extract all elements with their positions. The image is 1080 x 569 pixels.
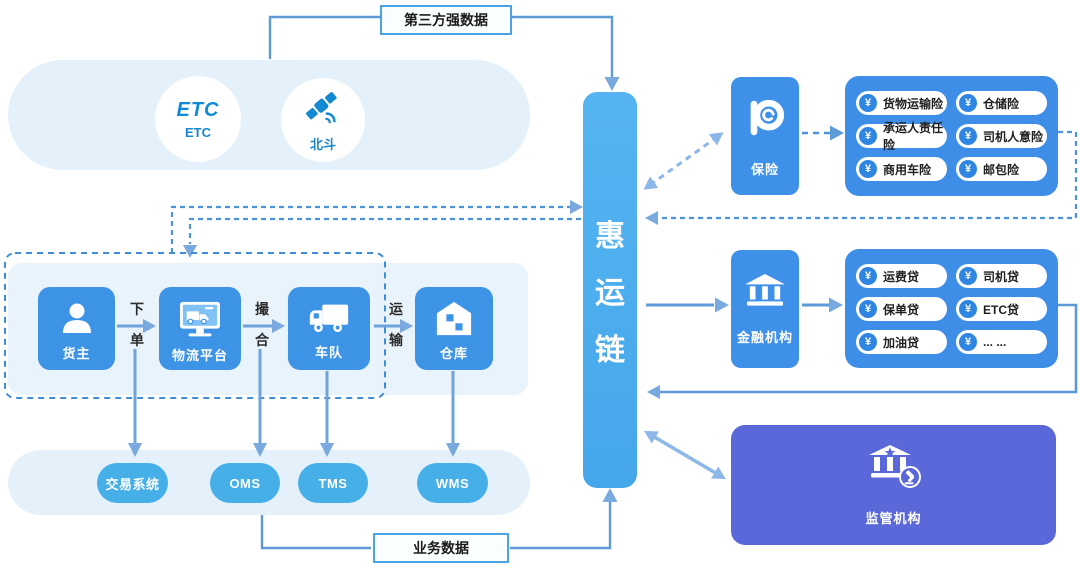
yuan-icon: ¥ <box>959 267 977 285</box>
finance-item: ¥ 加油贷 <box>856 330 947 354</box>
finance-item: ¥ 运费贷 <box>856 264 947 288</box>
system-tms: TMS <box>298 463 368 503</box>
node-warehouse: 仓库 <box>415 287 493 370</box>
external-sources-container: ETC ETC 北斗 <box>8 60 530 170</box>
step-matching: 撮 合 <box>254 302 270 347</box>
yuan-icon: ¥ <box>959 160 977 178</box>
system-wms: WMS <box>417 463 488 503</box>
system-label: WMS <box>435 475 470 491</box>
etc-source: ETC ETC <box>155 76 241 162</box>
system-oms: OMS <box>210 463 280 503</box>
step-char: 撮 <box>255 301 269 317</box>
business-data-label: 业务数据 <box>373 533 509 563</box>
step-transport: 运 输 <box>388 302 404 347</box>
node-logistics-platform: 物流平台 <box>159 287 241 370</box>
finance-item: ¥ 保单贷 <box>856 297 947 321</box>
third-party-data-text: 第三方强数据 <box>404 12 488 28</box>
yuan-icon: ¥ <box>859 267 877 285</box>
government-gavel-icon <box>866 444 922 495</box>
yuan-icon: ¥ <box>959 300 977 318</box>
yuan-icon: ¥ <box>959 94 977 112</box>
item-label: 司机贷 <box>983 269 1020 284</box>
finance-item: ¥ 司机贷 <box>956 264 1047 288</box>
item-label: 加油贷 <box>883 335 920 350</box>
step-char: 合 <box>255 332 269 348</box>
insurance-item: ¥ 承运人责任险 <box>856 121 947 152</box>
beidou-source: 北斗 <box>281 78 365 162</box>
etc-label: ETC <box>185 124 211 140</box>
chain-char: 链 <box>595 334 625 367</box>
item-label: 仓储险 <box>983 96 1020 111</box>
step-char: 输 <box>389 332 403 348</box>
item-label: ... ... <box>983 335 1007 349</box>
yuan-icon: ¥ <box>959 127 977 145</box>
satellite-icon <box>302 88 344 131</box>
finance-org-box: 金融机构 <box>731 250 799 368</box>
yuan-icon: ¥ <box>959 333 977 351</box>
insurance-item: ¥ 司机人意险 <box>956 124 1047 148</box>
system-trading: 交易系统 <box>97 463 168 503</box>
step-char: 运 <box>389 301 403 317</box>
step-char: 单 <box>130 332 144 348</box>
node-fleet: 车队 <box>288 287 370 370</box>
etc-logo-icon: ETC <box>176 98 220 121</box>
yuan-icon: ¥ <box>859 300 877 318</box>
insurance-items-panel: ¥ 货物运输险 ¥ 仓储险 ¥ 承运人责任险 ¥ 司机人意险 ¥ 商用车险 ¥ … <box>845 76 1058 196</box>
item-label: 司机人意险 <box>983 129 1044 144</box>
person-icon <box>57 300 97 343</box>
warehouse-icon <box>435 300 473 343</box>
regulator-label: 监管机构 <box>865 510 922 526</box>
beidou-label: 北斗 <box>309 136 336 152</box>
finance-org-label: 金融机构 <box>736 329 793 345</box>
chain-char: 运 <box>595 277 625 310</box>
step-place-order: 下 单 <box>129 302 145 347</box>
item-label: 商用车险 <box>883 162 932 177</box>
regulator-box: 监管机构 <box>731 425 1056 545</box>
yuan-icon: ¥ <box>859 160 877 178</box>
insurance-org-box: 保险 <box>731 77 799 195</box>
yuan-icon: ¥ <box>859 94 877 112</box>
yuan-icon: ¥ <box>859 127 877 145</box>
system-label: TMS <box>318 475 348 491</box>
item-label: 承运人责任险 <box>883 121 944 152</box>
step-char: 下 <box>130 301 144 317</box>
truck-icon <box>306 300 352 341</box>
node-label: 货主 <box>62 346 91 361</box>
insurance-item: ¥ 商用车险 <box>856 157 947 181</box>
insurance-item: ¥ 仓储险 <box>956 91 1047 115</box>
node-label: 车队 <box>314 345 343 360</box>
bank-icon <box>743 273 787 314</box>
third-party-data-label: 第三方强数据 <box>380 5 512 35</box>
finance-item: ¥ ETC贷 <box>956 297 1047 321</box>
insurance-item: ¥ 邮包险 <box>956 157 1047 181</box>
yuan-icon: ¥ <box>859 333 877 351</box>
finance-item: ¥ ... ... <box>956 330 1047 354</box>
chain-char: 惠 <box>595 220 625 253</box>
system-label: 交易系统 <box>105 476 160 492</box>
item-label: ETC贷 <box>983 302 1020 317</box>
insurance-org-label: 保险 <box>750 161 779 177</box>
business-data-text: 业务数据 <box>413 540 469 556</box>
item-label: 运费贷 <box>883 269 920 284</box>
picc-logo-icon <box>743 95 787 146</box>
insurance-item: ¥ 货物运输险 <box>856 91 947 115</box>
item-label: 保单贷 <box>883 302 920 317</box>
finance-items-panel: ¥ 运费贷 ¥ 司机贷 ¥ 保单贷 ¥ ETC贷 ¥ 加油贷 ¥ ... ... <box>845 249 1058 368</box>
huiyunlian-chain-bar: 惠 运 链 <box>583 92 637 488</box>
item-label: 邮包险 <box>983 162 1020 177</box>
node-shipper: 货主 <box>38 287 115 370</box>
node-label: 仓库 <box>439 346 468 361</box>
node-label: 物流平台 <box>171 348 228 363</box>
item-label: 货物运输险 <box>883 96 944 111</box>
system-label: OMS <box>229 475 261 491</box>
monitor-truck-icon <box>177 300 223 345</box>
